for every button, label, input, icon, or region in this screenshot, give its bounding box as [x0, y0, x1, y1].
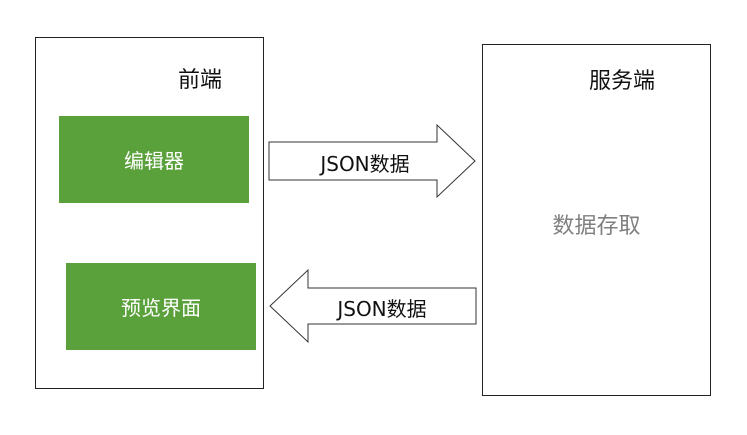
arrow-left-label: JSON数据 [337, 297, 427, 321]
preview-block: 预览界面 [66, 263, 256, 350]
editor-block: 编辑器 [59, 116, 249, 203]
editor-label: 编辑器 [124, 149, 184, 173]
storage-label: 数据存取 [552, 214, 641, 239]
arrow-right-shape [268, 123, 476, 199]
backend-title: 服务端 [589, 69, 656, 94]
preview-label: 预览界面 [121, 296, 201, 320]
arrow-left-shape [269, 268, 477, 344]
arrow-right-label: JSON数据 [320, 152, 410, 176]
backend-box: 服务端 数据存取 [482, 44, 711, 396]
frontend-title: 前端 [178, 68, 223, 93]
